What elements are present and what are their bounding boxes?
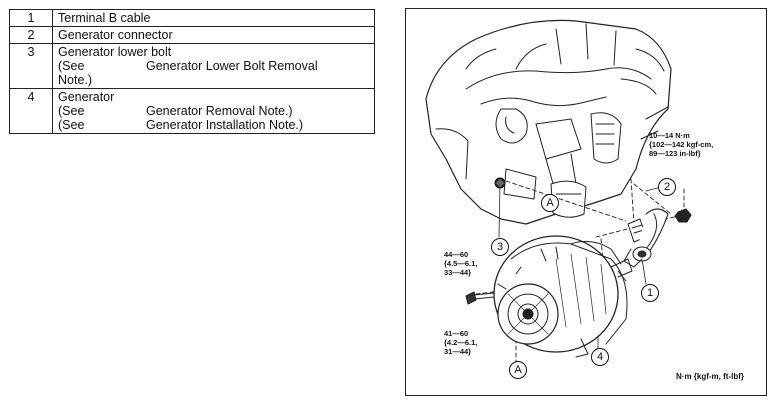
description-line: Generator connector xyxy=(58,28,369,42)
line-text: Generator lower bolt xyxy=(58,45,172,59)
line-text: Generator connector xyxy=(58,28,173,42)
lower-bolt xyxy=(494,177,506,189)
description-line: Terminal B cable xyxy=(58,11,369,25)
callout-a-lower: A xyxy=(509,361,527,379)
callout-1: 1 xyxy=(641,284,659,302)
line-text: Note.) xyxy=(58,73,93,87)
description-line: (See Generator Removal Note.) xyxy=(58,104,369,118)
line-text: Generator Lower Bolt Removal xyxy=(146,59,318,73)
line-text: Generator Installation Note.) xyxy=(146,118,304,132)
description-line: (See Generator Installation Note.) xyxy=(58,118,369,132)
part-description: Generator lower bolt(See Generator Lower … xyxy=(52,43,375,89)
description-line: Note.) xyxy=(58,73,369,87)
engine-block xyxy=(425,19,672,225)
part-number: 1 xyxy=(9,9,53,27)
see-reference: (See xyxy=(58,118,85,132)
generator-diagram: 1 2 3 4 A A 10—14 N·m {102—142 kgf-cm, 8… xyxy=(405,8,767,396)
description-line: (See Generator Lower Bolt Removal xyxy=(58,59,369,73)
line-text: Generator xyxy=(58,90,115,104)
part-number: 2 xyxy=(9,26,53,44)
torque-spec-upper-bolt: 41—60 {4.2—6.1, 31—44} xyxy=(444,329,478,356)
part-description: Generator connector xyxy=(52,26,375,44)
torque-spec-nut: 10—14 N·m {102—142 kgf-cm, 89—123 in-lbf… xyxy=(649,131,714,158)
callout-a-upper: A xyxy=(541,194,559,212)
parts-row: 2 Generator connector xyxy=(9,26,375,44)
generator-body xyxy=(493,235,633,358)
callout-3: 3 xyxy=(491,238,509,256)
part-description: Terminal B cable xyxy=(52,9,375,27)
parts-row: 3 Generator lower bolt(See Generator Lower… xyxy=(9,43,375,89)
parts-row: 1 Terminal B cable xyxy=(9,9,375,27)
see-reference: (See xyxy=(58,59,85,73)
part-number: 3 xyxy=(9,43,53,89)
see-reference: (See xyxy=(58,104,85,118)
description-line: Generator lower bolt xyxy=(58,45,369,59)
callout-2: 2 xyxy=(658,178,676,196)
diagram-drawing xyxy=(425,19,692,362)
torque-units-legend: N·m {kgf-m, ft-lbf} xyxy=(676,372,744,381)
connector-and-cable xyxy=(623,208,669,268)
part-number: 4 xyxy=(9,88,53,134)
description-line: Generator xyxy=(58,90,369,104)
terminal-nut xyxy=(674,208,692,223)
line-text: Terminal B cable xyxy=(58,11,151,25)
line-text: Generator Removal Note.) xyxy=(146,104,293,118)
torque-spec-lower-bolt: 44—60 {4.5—6.1, 33—44} xyxy=(444,250,478,277)
callout-4: 4 xyxy=(591,348,609,366)
